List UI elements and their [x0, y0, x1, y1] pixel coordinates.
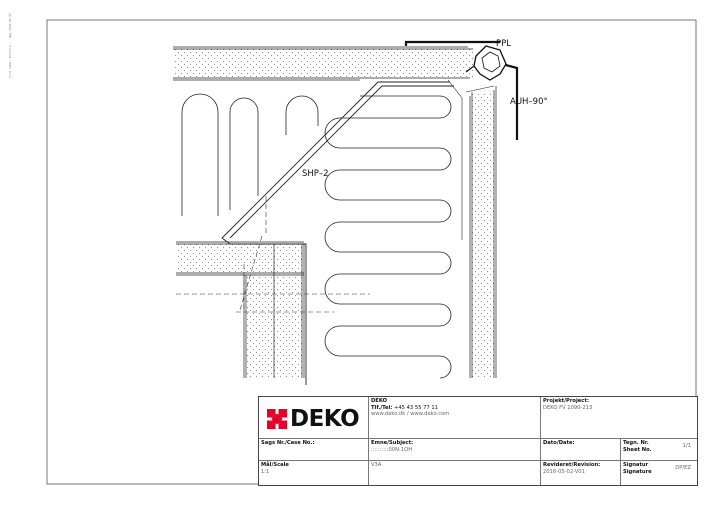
date-cell: Dato/Date:	[541, 439, 621, 461]
project-value: DEKO FV 1090-213	[543, 404, 593, 411]
corner-lines	[447, 79, 495, 240]
project-label: Projekt/Project:	[543, 398, 589, 404]
scale-cell: Mål/Scale 1:1	[259, 461, 369, 485]
deko-logo-icon	[267, 409, 287, 429]
sheet-value: 1/1	[682, 443, 691, 449]
ppl-label: PPL	[496, 39, 511, 49]
scale-value: 1:1	[261, 468, 270, 475]
revision-cell: Revideret/Revision: 2016-05-02-V01	[541, 461, 621, 485]
company-web: www.deko.dk / www.deko.com	[371, 411, 450, 418]
subject-value: ::::::::::00N-1QH	[371, 446, 413, 453]
company-cell: DEKO Tlf./Tel: +45 43 55 77 11 www.deko.…	[369, 397, 541, 439]
case-cell: Sags Nr./Case No.:	[259, 439, 369, 461]
sheet-label-1: Tegn. Nr.	[623, 440, 649, 446]
ppl-profile	[465, 45, 507, 81]
sheet-cell: Tegn. Nr. Sheet No. 1/1	[621, 439, 697, 461]
top-panel	[173, 46, 473, 81]
subject-label: Emne/Subject:	[371, 440, 414, 446]
signature-cell: Signatur Signature DP/EZ	[621, 461, 697, 485]
signature-label-1: Signatur	[623, 462, 649, 468]
right-panel	[469, 86, 497, 378]
margin-note: File name: Profile ...dwg 2016-05-02	[8, 12, 12, 78]
lower-vertical-panel	[243, 244, 305, 378]
revision-label: Revideret/Revision:	[543, 462, 601, 468]
auh-90-profile	[404, 40, 519, 140]
title-block: DEKO DEKO Tlf./Tel: +45 43 55 77 11 www.…	[258, 396, 698, 486]
revision-value: 2016-05-02-V01	[543, 468, 585, 475]
shp-label: SHP–2	[302, 169, 329, 179]
subject-cell: Emne/Subject: ::::::::::00N-1QH	[369, 439, 541, 461]
tel-value: +45 43 55 77 11	[394, 404, 438, 411]
project-cell: Projekt/Project: DEKO FV 1090-213	[541, 397, 697, 439]
signature-label-2: Signature	[623, 468, 652, 475]
subject-value-2: V3A	[371, 462, 382, 468]
date-label: Dato/Date:	[543, 440, 575, 446]
shp-2-profile	[221, 81, 454, 385]
signature-value: DP/EZ	[675, 465, 691, 471]
sheet-label-2: Sheet No.	[623, 446, 652, 453]
lower-left-panel	[176, 241, 304, 276]
subject-cell-2: V3A	[369, 461, 541, 485]
company-name: DEKO	[371, 398, 388, 404]
logo-cell: DEKO	[259, 397, 369, 439]
heating-coil-right	[324, 95, 452, 379]
logo-text: DEKO	[290, 405, 360, 432]
case-label: Sags Nr./Case No.:	[261, 440, 315, 446]
scale-label: Mål/Scale	[261, 462, 289, 468]
deko-logo: DEKO	[267, 405, 368, 433]
hidden-lines	[176, 196, 370, 313]
tel-label: Tlf./Tel:	[371, 404, 393, 411]
heating-coil-left	[181, 93, 319, 216]
auh-label: AUH–90°	[510, 97, 548, 107]
